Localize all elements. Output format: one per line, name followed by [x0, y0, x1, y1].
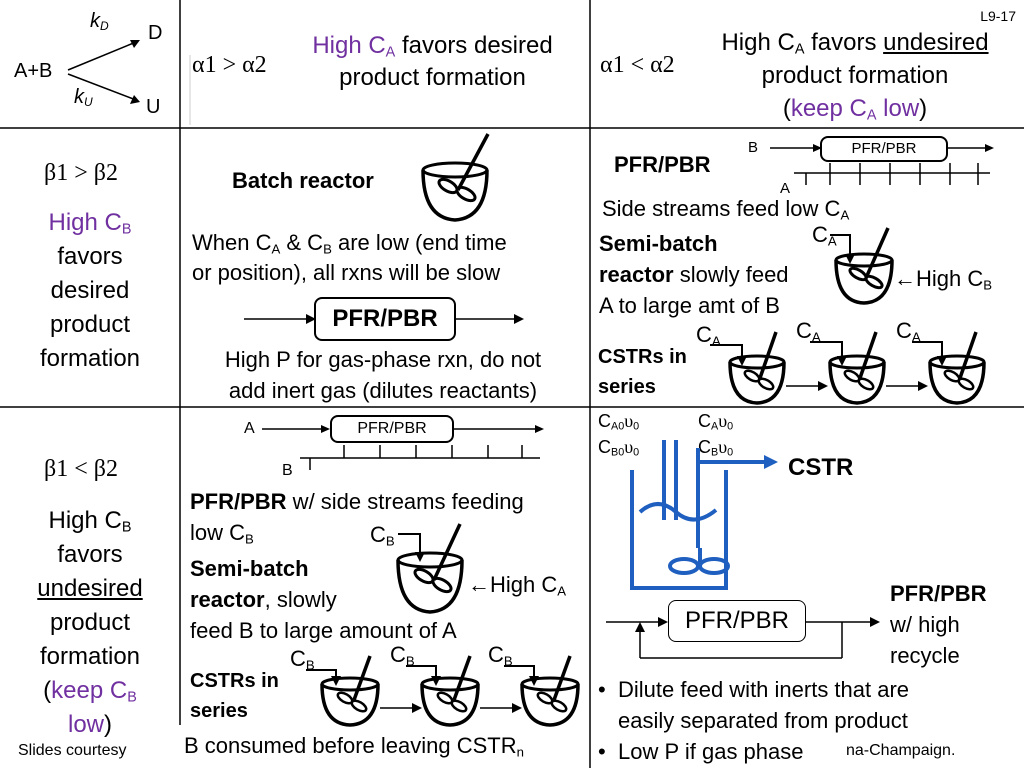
batch-reactor-title: Batch reactor [232, 168, 374, 193]
cstr1-ca-label: CA [696, 322, 721, 349]
high-recycle-note: PFR/PBR w/ high recycle [890, 581, 987, 668]
bullet-item: •Dilute feed with inerts that are [598, 677, 910, 702]
cstr-outlet-labels: CAυ0 CBυ0 [698, 411, 734, 459]
product-d: D [148, 22, 163, 44]
alpha-greater-condition: α1 > α2 [192, 52, 267, 78]
semi-batch-ca-label: CA [812, 222, 837, 249]
feed-b-label: B [748, 139, 759, 156]
col3-header: High CA favors undesired product formati… [721, 29, 989, 124]
row1-label: High CB favors desired product formation [39, 209, 141, 372]
cstrs-series-title: CSTRs in series [598, 346, 687, 398]
reactants: A+B [14, 60, 53, 82]
side-streams-note: Side streams feed low CA [602, 196, 850, 223]
col2-header: High CA favors desired product formation [312, 32, 553, 91]
row2-label: High CB favors undesired product formati… [37, 507, 143, 738]
side-stream-b-pfr-box: PFR/PBR [330, 415, 454, 443]
cstr2-ca-label: CA [796, 318, 821, 345]
cstr-title: CSTR [788, 454, 854, 481]
low-concentration-note: When CA & CB are low (end time or positi… [192, 230, 507, 285]
cstrs-series-b-title: CSTRs in series [190, 670, 279, 722]
pfr-pbr-box: PFR/PBR [314, 297, 456, 341]
bullet-item: •Low P if gas phase [598, 739, 804, 764]
beta-greater-condition: β1 > β2 [44, 160, 118, 186]
b-consumed-note: B consumed before leaving CSTRn [184, 733, 524, 760]
cstr3-ca-label: CA [896, 318, 921, 345]
semi-batch-cb-label: CB [370, 522, 395, 549]
high-ca-label: ←High CA [468, 572, 567, 599]
product-u: U [146, 96, 161, 118]
pfr-side-stream-note: PFR/PBR w/ side streams feeding low CB [190, 489, 524, 547]
rate-constant-ku: kU [74, 86, 93, 109]
high-pressure-note: High P for gas-phase rxn, do not add ine… [224, 347, 542, 403]
high-cb-label: ←High CB [894, 266, 993, 293]
feed-a-label-2: A [244, 420, 255, 437]
footer-right: na-Champaign. [846, 742, 956, 759]
slide-number: L9-17 [980, 8, 1016, 24]
beta-less-condition: β1 < β2 [44, 456, 118, 482]
footer-left: Slides courtesy [18, 742, 127, 759]
cstr-feed-labels: CA0υ0 CB0υ0 [598, 411, 640, 459]
side-stream-pfr-box: PFR/PBR [820, 136, 948, 162]
cstr1-cb-label: CB [290, 646, 315, 673]
feed-b-label-2: B [282, 462, 293, 479]
alpha-less-condition: α1 < α2 [600, 52, 675, 78]
cstr2-cb-label: CB [390, 642, 415, 669]
pfr-pbr-title: PFR/PBR [614, 152, 711, 177]
rate-constant-kd: kD [90, 10, 109, 33]
bullet-list: •Dilute feed with inerts that are easily… [598, 674, 909, 767]
cstr3-cb-label: CB [488, 642, 513, 669]
recycle-pfr-box: PFR/PBR [668, 600, 806, 642]
semi-batch-b-note: Semi-batch reactor, slowly feed B to lar… [190, 556, 457, 643]
feed-a-label: A [780, 180, 791, 197]
semi-batch-note: Semi-batch reactor slowly feed A to larg… [599, 231, 789, 318]
